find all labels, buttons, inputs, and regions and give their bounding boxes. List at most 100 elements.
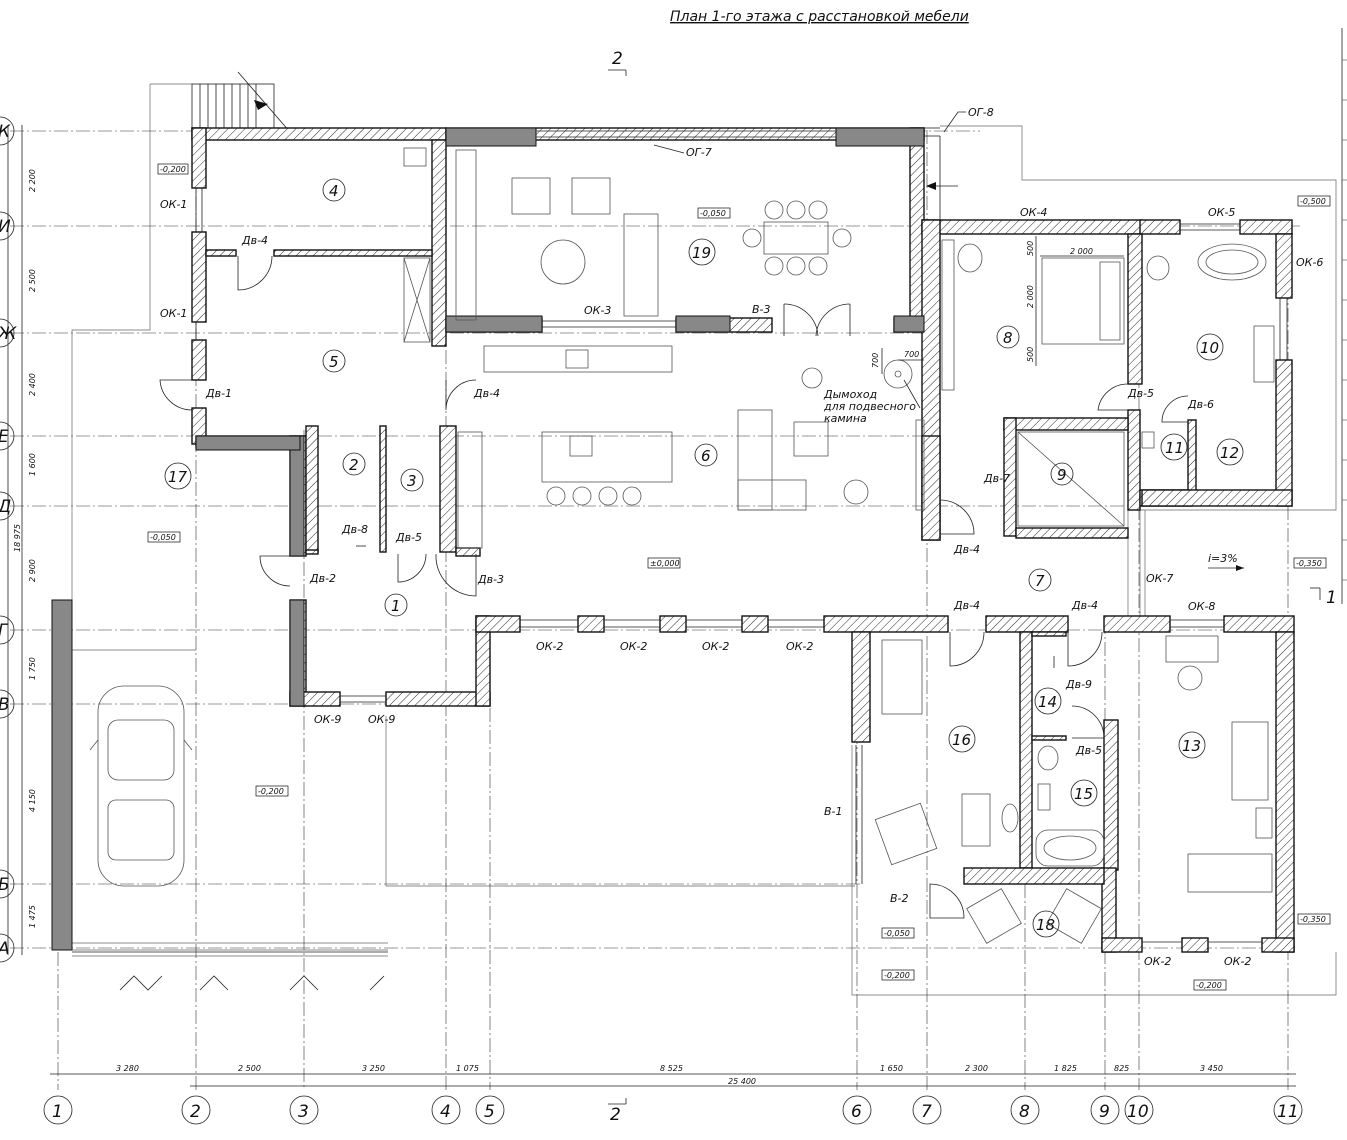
svg-text:3 250: 3 250 [362, 1064, 385, 1073]
svg-text:И: И [0, 217, 11, 237]
level-marks: -0,200 -0,050 -0,500 -0,050 ±0,000 -0,35… [147, 163, 1331, 991]
svg-text:Дв-3: Дв-3 [477, 573, 504, 586]
svg-text:3 450: 3 450 [1200, 1064, 1223, 1073]
opening-labels: ОК-1 ОК-1 ОК-2 ОК-2 ОК-2 ОК-2 ОК-2 ОК-2 … [160, 106, 1323, 968]
svg-text:i=3%: i=3% [1208, 552, 1238, 565]
svg-text:Е: Е [0, 427, 9, 447]
svg-text:4 150: 4 150 [28, 789, 37, 812]
svg-text:Д: Д [0, 497, 11, 517]
axis-label-11: 11 [1277, 1102, 1299, 1122]
svg-text:ОГ-8: ОГ-8 [968, 106, 994, 119]
section-mark-bottom: 2 [608, 1098, 627, 1125]
svg-text:ОК-3: ОК-3 [584, 304, 611, 317]
svg-text:-0,050: -0,050 [150, 533, 176, 542]
svg-text:В-3: В-3 [752, 303, 771, 316]
svg-text:1 600: 1 600 [28, 453, 37, 476]
svg-text:-0,200: -0,200 [884, 971, 910, 980]
svg-text:Дв-4: Дв-4 [241, 234, 268, 247]
svg-text:Б: Б [0, 875, 10, 895]
svg-text:825: 825 [1114, 1064, 1129, 1073]
svg-text:1: 1 [1326, 588, 1337, 608]
svg-text:-0,050: -0,050 [700, 209, 726, 218]
svg-text:Дв-2: Дв-2 [309, 572, 336, 585]
svg-text:1 650: 1 650 [880, 1064, 903, 1073]
svg-text:Дв-8: Дв-8 [341, 523, 368, 536]
svg-text:14: 14 [1038, 693, 1057, 711]
svg-text:В-2: В-2 [890, 892, 909, 905]
svg-text:17: 17 [168, 468, 188, 486]
svg-text:ОК-7: ОК-7 [1146, 572, 1173, 585]
svg-text:5: 5 [329, 353, 339, 371]
svg-text:для подвесного: для подвесного [823, 400, 916, 413]
svg-text:ОК-5: ОК-5 [1208, 206, 1235, 219]
svg-text:3: 3 [407, 472, 417, 490]
frame-right [1341, 28, 1347, 604]
outdoor-areas [71, 83, 1337, 996]
svg-text:камина: камина [824, 412, 867, 425]
svg-text:А: А [0, 939, 10, 959]
svg-text:ОК-6: ОК-6 [1296, 256, 1323, 269]
svg-text:К: К [0, 122, 11, 142]
axis-label-10: 10 [1127, 1102, 1149, 1122]
svg-text:1 825: 1 825 [1054, 1064, 1077, 1073]
section-mark-top: 2 [608, 49, 627, 76]
svg-text:Дв-4: Дв-4 [1071, 599, 1098, 612]
svg-text:ОГ-7: ОГ-7 [686, 146, 712, 159]
svg-text:Дв-6: Дв-6 [1187, 398, 1214, 411]
svg-text:Г: Г [0, 621, 9, 641]
svg-text:2 500: 2 500 [28, 269, 37, 292]
svg-text:-0,500: -0,500 [1300, 197, 1326, 206]
svg-text:-0,200: -0,200 [258, 787, 284, 796]
slope-note: i=3% [1208, 552, 1244, 571]
svg-text:19: 19 [692, 244, 711, 262]
svg-text:25 400: 25 400 [728, 1077, 756, 1086]
svg-text:2: 2 [610, 1105, 621, 1125]
svg-text:2 200: 2 200 [28, 169, 37, 192]
flow-arrows [356, 182, 1055, 668]
svg-text:1: 1 [391, 597, 401, 615]
axis-label-6: 6 [851, 1102, 862, 1122]
svg-text:ОК-2: ОК-2 [786, 640, 813, 653]
svg-text:13: 13 [1182, 737, 1201, 755]
svg-text:700: 700 [904, 350, 919, 359]
svg-text:-0,200: -0,200 [1196, 981, 1222, 990]
axis-label-8: 8 [1019, 1102, 1030, 1122]
svg-text:Дв-4: Дв-4 [953, 599, 980, 612]
svg-text:1 750: 1 750 [28, 657, 37, 680]
svg-text:500: 500 [1026, 347, 1035, 362]
svg-text:11: 11 [1165, 439, 1184, 457]
svg-text:В-1: В-1 [824, 805, 843, 818]
svg-text:Дв-1: Дв-1 [205, 387, 232, 400]
axis-label-4: 4 [440, 1102, 451, 1122]
svg-text:В: В [0, 695, 10, 715]
svg-text:2 900: 2 900 [28, 559, 37, 582]
svg-text:2 300: 2 300 [965, 1064, 988, 1073]
chimney-note: Дымоход для подвесного камина 700 700 [823, 348, 924, 425]
axis-markers-left: К И Ж Е Д Г В Б А [0, 116, 17, 963]
svg-text:Дв-5: Дв-5 [395, 531, 422, 544]
axis-markers-bottom: 1 2 3 4 5 6 7 8 9 10 11 [43, 1095, 1303, 1125]
section-mark-right: 1 [1310, 587, 1337, 608]
columns [51, 127, 925, 951]
svg-text:12: 12 [1220, 444, 1239, 462]
svg-text:9: 9 [1057, 466, 1067, 484]
axis-label-9: 9 [1099, 1102, 1110, 1122]
entrance-stairs [191, 71, 291, 133]
svg-text:±0,000: ±0,000 [650, 559, 680, 568]
svg-text:ОК-2: ОК-2 [1144, 955, 1171, 968]
windows [195, 127, 1288, 943]
svg-text:10: 10 [1200, 339, 1219, 357]
svg-text:ОК-2: ОК-2 [536, 640, 563, 653]
axis-label-2: 2 [190, 1102, 201, 1122]
svg-text:ОК-8: ОК-8 [1188, 600, 1215, 613]
svg-text:Ж: Ж [0, 324, 17, 344]
svg-text:500: 500 [1026, 241, 1035, 256]
svg-text:6: 6 [701, 447, 711, 465]
furniture [89, 147, 1275, 944]
svg-text:-0,200: -0,200 [160, 165, 186, 174]
svg-text:ОК-1: ОК-1 [160, 198, 187, 211]
svg-text:Дв-7: Дв-7 [983, 472, 1010, 485]
svg-text:700: 700 [871, 353, 880, 368]
svg-text:1 075: 1 075 [456, 1064, 479, 1073]
